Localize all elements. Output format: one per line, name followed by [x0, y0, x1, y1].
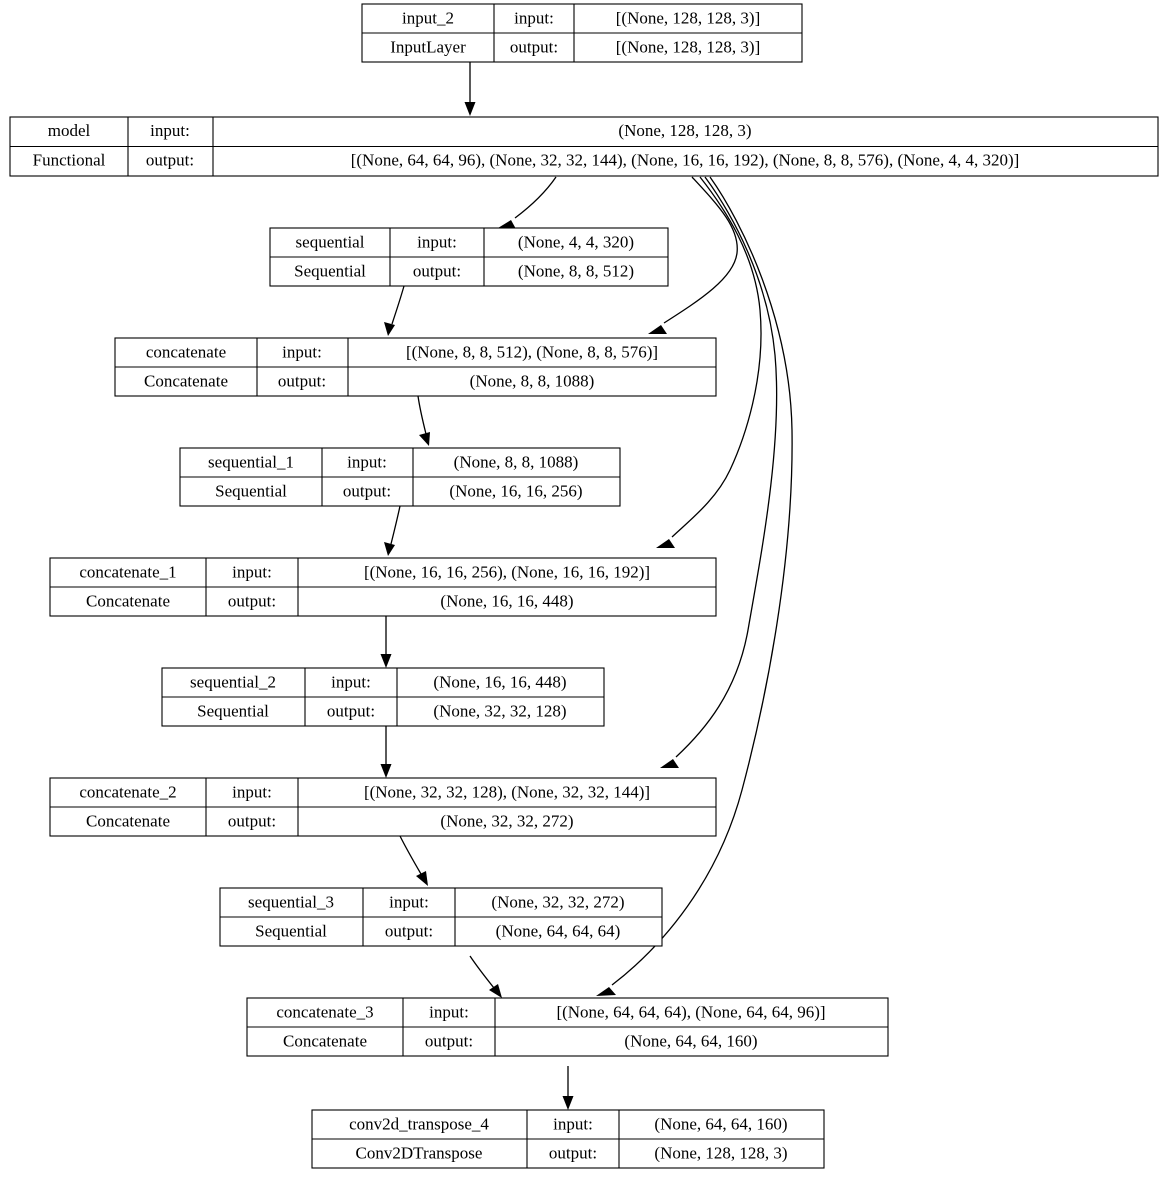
node-sequential-output-shape: (None, 8, 8, 512)	[518, 261, 634, 280]
node-conv2d_transpose_4-output-label: output:	[549, 1143, 597, 1162]
node-sequential_3-name: sequential_3	[248, 892, 334, 911]
node-concatenate_3[interactable]: concatenate_3 Concatenate input: output:…	[246, 997, 889, 1057]
edge-concatenate-to-sequential_1	[417, 395, 430, 446]
node-sequential_3[interactable]: sequential_3 Sequential input: output: (…	[219, 887, 663, 947]
node-input_2-output-label: output:	[510, 37, 558, 56]
node-sequential_1-class: Sequential	[215, 481, 287, 500]
node-input_2-class: InputLayer	[390, 37, 466, 56]
node-concatenate_3-input-label: input:	[429, 1002, 469, 1021]
node-input_2-input-shape: [(None, 128, 128, 3)]	[616, 8, 760, 27]
node-input_2-name: input_2	[402, 8, 454, 27]
node-sequential_2-output-label: output:	[327, 701, 375, 720]
node-input_2-input-label: input:	[514, 8, 554, 27]
node-concatenate_3-class: Concatenate	[283, 1031, 367, 1050]
node-concatenate_2-output-label: output:	[228, 811, 276, 830]
node-sequential_3-input-label: input:	[389, 892, 429, 911]
node-sequential-class: Sequential	[294, 261, 366, 280]
node-sequential-input-shape: (None, 4, 4, 320)	[518, 232, 634, 251]
edge-model-to-concatenate_3	[596, 176, 793, 996]
node-concatenate-output-shape: (None, 8, 8, 1088)	[470, 371, 595, 390]
node-sequential_3-input-shape: (None, 32, 32, 272)	[491, 892, 624, 911]
node-sequential-output-label: output:	[413, 261, 461, 280]
node-sequential-name: sequential	[296, 232, 365, 251]
node-concatenate_1-input-label: input:	[232, 562, 272, 581]
node-sequential_1-input-label: input:	[347, 452, 387, 471]
edge-input_2-to-model	[464, 62, 476, 116]
node-model-class: Functional	[33, 150, 106, 169]
node-conv2d_transpose_4-class: Conv2DTranspose	[356, 1143, 483, 1162]
node-sequential[interactable]: sequential Sequential input: output: (No…	[269, 227, 669, 287]
node-concatenate_3-output-shape: (None, 64, 64, 160)	[624, 1031, 757, 1050]
node-conv2d_transpose_4-name: conv2d_transpose_4	[349, 1114, 489, 1133]
node-concatenate_2-output-shape: (None, 32, 32, 272)	[440, 811, 573, 830]
node-concatenate_3-output-label: output:	[425, 1031, 473, 1050]
edge-concatenate_3-to-conv2d_transpose_4	[562, 1066, 574, 1110]
node-concatenate_1-output-shape: (None, 16, 16, 448)	[440, 591, 573, 610]
node-concatenate-class: Concatenate	[144, 371, 228, 390]
node-conv2d_transpose_4[interactable]: conv2d_transpose_4 Conv2DTranspose input…	[311, 1109, 825, 1169]
edge-model-to-concatenate_1	[656, 176, 762, 548]
node-conv2d_transpose_4-input-shape: (None, 64, 64, 160)	[654, 1114, 787, 1133]
edge-sequential_1-to-concatenate_1	[384, 505, 401, 556]
node-concatenate_1-output-label: output:	[228, 591, 276, 610]
node-concatenate_1[interactable]: concatenate_1 Concatenate input: output:…	[49, 557, 717, 617]
node-concatenate_2-input-shape: [(None, 32, 32, 128), (None, 32, 32, 144…	[364, 782, 650, 801]
edge-sequential-to-concatenate	[384, 285, 405, 336]
node-concatenate_2-class: Concatenate	[86, 811, 170, 830]
edge-sequential_2-to-concatenate_2	[380, 726, 392, 778]
node-concatenate-name: concatenate	[146, 342, 226, 361]
node-sequential_2-input-shape: (None, 16, 16, 448)	[433, 672, 566, 691]
node-concatenate_1-input-shape: [(None, 16, 16, 256), (None, 16, 16, 192…	[364, 562, 650, 581]
node-concatenate-output-label: output:	[278, 371, 326, 390]
node-sequential_2-input-label: input:	[331, 672, 371, 691]
node-concatenate_1-class: Concatenate	[86, 591, 170, 610]
node-concatenate_2-input-label: input:	[232, 782, 272, 801]
node-model-input-shape: (None, 128, 128, 3)	[618, 121, 751, 140]
node-sequential_3-class: Sequential	[255, 921, 327, 940]
edge-sequential_3-to-concatenate_3	[469, 955, 502, 998]
node-model-output-label: output:	[146, 150, 194, 169]
edge-model-to-concatenate_2	[660, 176, 778, 768]
node-model-name: model	[48, 121, 91, 140]
node-sequential_2-class: Sequential	[197, 701, 269, 720]
node-sequential_3-output-label: output:	[385, 921, 433, 940]
node-input_2-output-shape: [(None, 128, 128, 3)]	[616, 37, 760, 56]
edge-layer	[380, 62, 793, 1110]
node-model[interactable]: model Functional input: output: (None, 1…	[9, 116, 1159, 177]
node-concatenate_3-input-shape: [(None, 64, 64, 64), (None, 64, 64, 96)]	[556, 1002, 825, 1021]
node-sequential_1-output-label: output:	[343, 481, 391, 500]
node-sequential-input-label: input:	[417, 232, 457, 251]
edge-concatenate_1-to-sequential_2	[380, 616, 392, 668]
node-concatenate-input-shape: [(None, 8, 8, 512), (None, 8, 8, 576)]	[406, 342, 658, 361]
node-conv2d_transpose_4-input-label: input:	[553, 1114, 593, 1133]
edge-model-to-sequential	[498, 176, 557, 229]
edge-model-to-concatenate	[648, 176, 738, 334]
node-sequential_1-output-shape: (None, 16, 16, 256)	[449, 481, 582, 500]
node-concatenate[interactable]: concatenate Concatenate input: output: […	[114, 337, 717, 397]
node-sequential_2[interactable]: sequential_2 Sequential input: output: (…	[161, 667, 605, 727]
node-model-input-label: input:	[150, 121, 190, 140]
node-concatenate_3-name: concatenate_3	[276, 1002, 373, 1021]
node-conv2d_transpose_4-output-shape: (None, 128, 128, 3)	[654, 1143, 787, 1162]
node-concatenate-input-label: input:	[282, 342, 322, 361]
edge-concatenate_2-to-sequential_3	[399, 835, 428, 886]
node-sequential_2-output-shape: (None, 32, 32, 128)	[433, 701, 566, 720]
node-concatenate_1-name: concatenate_1	[79, 562, 176, 581]
node-sequential_2-name: sequential_2	[190, 672, 276, 691]
node-sequential_3-output-shape: (None, 64, 64, 64)	[496, 921, 621, 940]
node-sequential_1-input-shape: (None, 8, 8, 1088)	[454, 452, 579, 471]
node-input_2[interactable]: input_2 InputLayer input: output: [(None…	[361, 3, 803, 63]
node-model-output-shape: [(None, 64, 64, 96), (None, 32, 32, 144)…	[351, 150, 1020, 169]
node-sequential_1-name: sequential_1	[208, 452, 294, 471]
node-sequential_1[interactable]: sequential_1 Sequential input: output: (…	[179, 447, 621, 507]
node-concatenate_2-name: concatenate_2	[79, 782, 176, 801]
node-concatenate_2[interactable]: concatenate_2 Concatenate input: output:…	[49, 777, 717, 837]
